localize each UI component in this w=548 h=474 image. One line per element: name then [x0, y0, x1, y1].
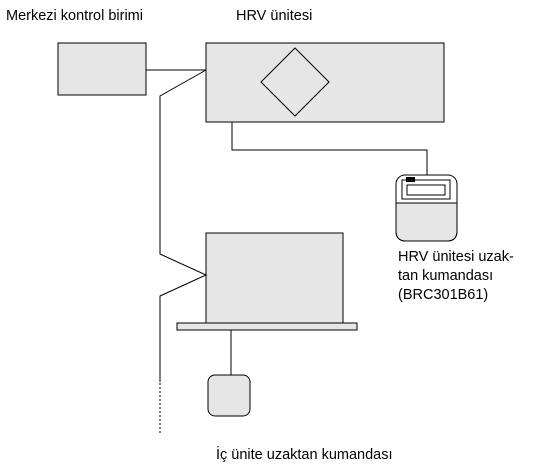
indoor-unit-box — [205, 232, 344, 324]
indoor-remote-label: İç ünite uzaktan kumandası — [216, 447, 393, 463]
indoor-unit-base-plate — [176, 322, 358, 331]
hrv-remote-controller — [395, 174, 458, 242]
hrv-remote-label: HRV ünitesi uzak- tan kumandası (BRC301B… — [398, 248, 514, 305]
wire-bus-loop — [159, 69, 208, 382]
central-control-unit-box — [57, 42, 147, 96]
wire-hrv-to-remote — [231, 122, 428, 175]
hrv-remote-label-line: HRV ünitesi uzak- — [398, 249, 514, 265]
hrv-remote-label-line: tan kumandası — [398, 268, 494, 284]
central-control-unit-label: Merkezi kontrol birimi — [6, 8, 143, 24]
hrv-remote-label-line: (BRC301B61) — [398, 287, 489, 303]
hrv-unit-label: HRV ünitesi — [236, 8, 313, 24]
heat-exchanger-diamond — [260, 47, 330, 117]
wiring-lines — [146, 69, 428, 435]
indoor-remote-controller — [207, 374, 251, 417]
